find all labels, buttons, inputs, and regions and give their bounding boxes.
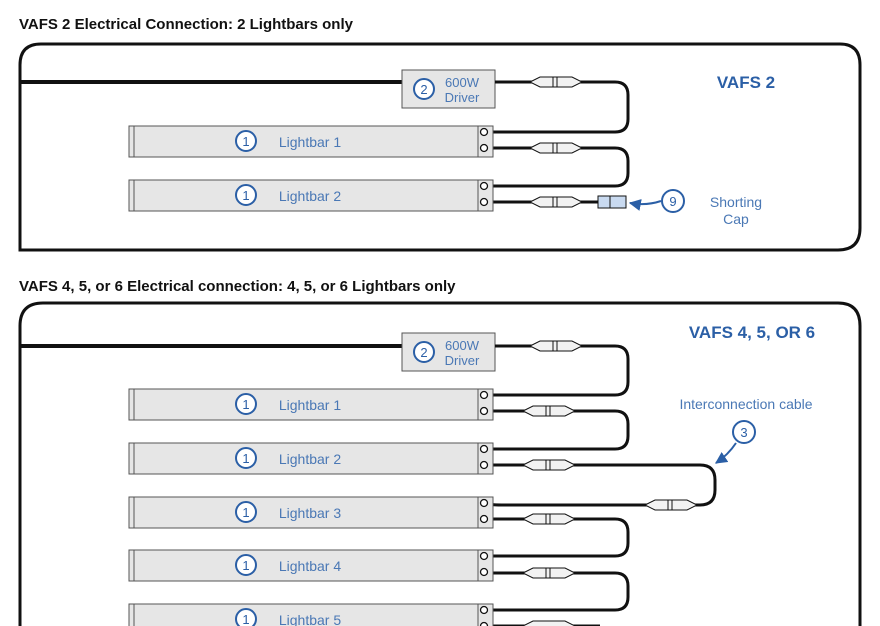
lightbar-port xyxy=(479,460,489,470)
shorting-cap xyxy=(597,195,627,209)
lightbar: 1 Lightbar 1 xyxy=(128,388,494,421)
callout-circle xyxy=(235,608,257,626)
lightbar-label: Lightbar 3 xyxy=(279,505,341,521)
lightbar-port xyxy=(479,605,489,615)
lightbar-label: Lightbar 2 xyxy=(279,451,341,467)
callout-number: 9 xyxy=(669,194,676,209)
driver-label-2: Driver xyxy=(445,353,480,368)
driver-output-cable xyxy=(490,344,630,397)
callout-circle xyxy=(732,420,756,444)
callout-circle xyxy=(235,554,257,576)
lightbar-label: Lightbar 1 xyxy=(279,397,341,413)
lightbar-label: Lightbar 4 xyxy=(279,558,341,574)
callout-circle xyxy=(235,447,257,469)
lightbar-port xyxy=(479,551,489,561)
inline-connector xyxy=(521,620,577,626)
interconnection-label: Interconnection cable xyxy=(679,396,812,412)
driver-label-1: 600W xyxy=(445,75,480,90)
lightbar-port xyxy=(479,444,489,454)
lightbar-body xyxy=(128,549,494,582)
inline-connector xyxy=(528,142,584,154)
inline-connector xyxy=(521,513,577,525)
callout-number: 3 xyxy=(740,425,747,440)
driver-label-2: Driver xyxy=(445,90,480,105)
shorting-cap-label-1: Shorting xyxy=(710,194,762,210)
callout-number: 1 xyxy=(242,134,249,149)
shorting-cap-label-2: Cap xyxy=(723,211,749,227)
lightbar-port xyxy=(479,197,489,207)
lightbar-port xyxy=(479,127,489,137)
lightbar-port xyxy=(479,390,489,400)
interconnection-cable xyxy=(488,463,717,507)
lightbar-body xyxy=(128,442,494,475)
vafs2-panel: VAFS 2 2 600W Driver xyxy=(18,42,862,252)
lightbar-link-cable xyxy=(490,146,630,188)
lightbar-body xyxy=(128,388,494,421)
callout-arrow xyxy=(715,442,737,464)
callout-circle xyxy=(413,78,435,100)
lightbar: 1 Lightbar 2 xyxy=(128,179,494,212)
callout-number: 1 xyxy=(242,505,249,520)
lightbar: 1 Lightbar 5 xyxy=(128,603,494,626)
lightbar: 1 Lightbar 3 xyxy=(128,496,494,529)
vafs456-panel: VAFS 4, 5, OR 6 2 600W Driver xyxy=(18,301,862,626)
lightbar-link-cable xyxy=(490,571,630,612)
lightbar-link-cable xyxy=(490,517,630,558)
callout-arrow xyxy=(628,199,662,211)
callout-number: 1 xyxy=(242,558,249,573)
inline-connector xyxy=(521,567,577,579)
lightbar-label: Lightbar 1 xyxy=(279,134,341,150)
inline-connector xyxy=(521,459,577,471)
lightbar-body xyxy=(128,125,494,158)
lightbar-label: Lightbar 2 xyxy=(279,188,341,204)
panel-frame xyxy=(18,42,862,252)
panel-title: VAFS 2 xyxy=(717,73,775,92)
panel-title: VAFS 4, 5, OR 6 xyxy=(689,323,815,342)
callout-number: 1 xyxy=(242,188,249,203)
lightbar: 1 Lightbar 4 xyxy=(128,549,494,582)
inline-connector xyxy=(528,196,584,208)
panel-frame xyxy=(18,301,862,626)
lightbar-body xyxy=(128,179,494,212)
callout-number: 1 xyxy=(242,612,249,626)
callout-circle xyxy=(235,501,257,523)
driver-box: 2 600W Driver xyxy=(401,332,496,372)
inline-connector xyxy=(528,76,584,88)
lightbar-body xyxy=(128,603,494,626)
lightbar-label: Lightbar 5 xyxy=(279,612,341,626)
callout-circle xyxy=(661,189,685,213)
callout-circle xyxy=(235,393,257,415)
lightbar: 1 Lightbar 1 xyxy=(128,125,494,158)
driver-label-1: 600W xyxy=(445,338,480,353)
section-heading-vafs456: VAFS 4, 5, or 6 Electrical connection: 4… xyxy=(19,278,456,295)
lightbar-port xyxy=(479,181,489,191)
lightbar-port xyxy=(479,498,489,508)
inline-connector xyxy=(643,499,699,511)
driver-output-cable xyxy=(490,80,630,134)
callout-number: 1 xyxy=(242,451,249,466)
lightbar-port xyxy=(479,621,489,626)
lightbar-port xyxy=(479,406,489,416)
lightbar-port xyxy=(479,514,489,524)
callout-number: 2 xyxy=(420,345,427,360)
callout-circle xyxy=(235,130,257,152)
section-heading-vafs2: VAFS 2 Electrical Connection: 2 Lightbar… xyxy=(19,16,353,33)
driver-box: 2 600W Driver xyxy=(401,69,496,109)
lightbar-port xyxy=(479,567,489,577)
callout-number: 1 xyxy=(242,397,249,412)
inline-connector xyxy=(521,405,577,417)
callout-circle xyxy=(413,341,435,363)
lightbar: 1 Lightbar 2 xyxy=(128,442,494,475)
lightbar-port xyxy=(479,143,489,153)
lightbar-body xyxy=(128,496,494,529)
callout-number: 2 xyxy=(420,82,427,97)
lightbar-link-cable xyxy=(490,409,630,451)
inline-connector xyxy=(528,340,584,352)
callout-circle xyxy=(235,184,257,206)
